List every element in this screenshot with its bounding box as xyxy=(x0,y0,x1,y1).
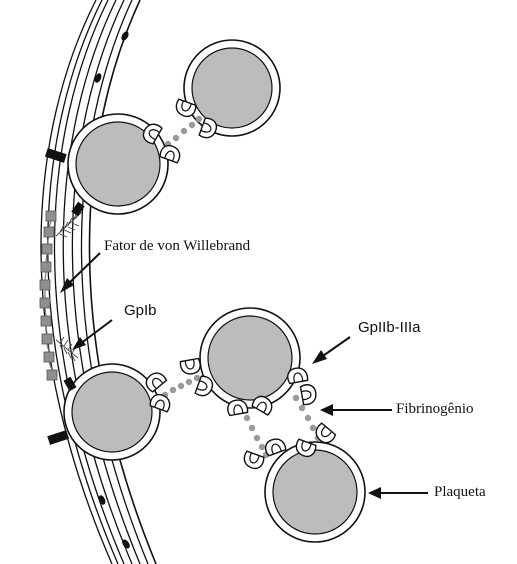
arrow-vwf xyxy=(60,253,100,293)
vessel-wall xyxy=(41,0,156,564)
label-vwf: Fator de von Willebrand xyxy=(104,239,250,254)
platelet-bottom-right xyxy=(265,442,365,542)
arrow-fibrinogen xyxy=(320,404,392,416)
arrow-platelet xyxy=(368,487,428,499)
arrow-gpiibiiia xyxy=(312,337,350,364)
vwf-links xyxy=(45,221,52,370)
platelet-middle xyxy=(200,308,300,408)
label-fibrinogen: Fibrinogênio xyxy=(396,402,474,417)
label-platelet: Plaqueta xyxy=(434,485,486,500)
label-gpib: GpIb xyxy=(124,303,157,318)
label-gpiibiiia: GpIIb-IIIa xyxy=(358,320,421,335)
platelet-bottom-left xyxy=(64,364,160,460)
